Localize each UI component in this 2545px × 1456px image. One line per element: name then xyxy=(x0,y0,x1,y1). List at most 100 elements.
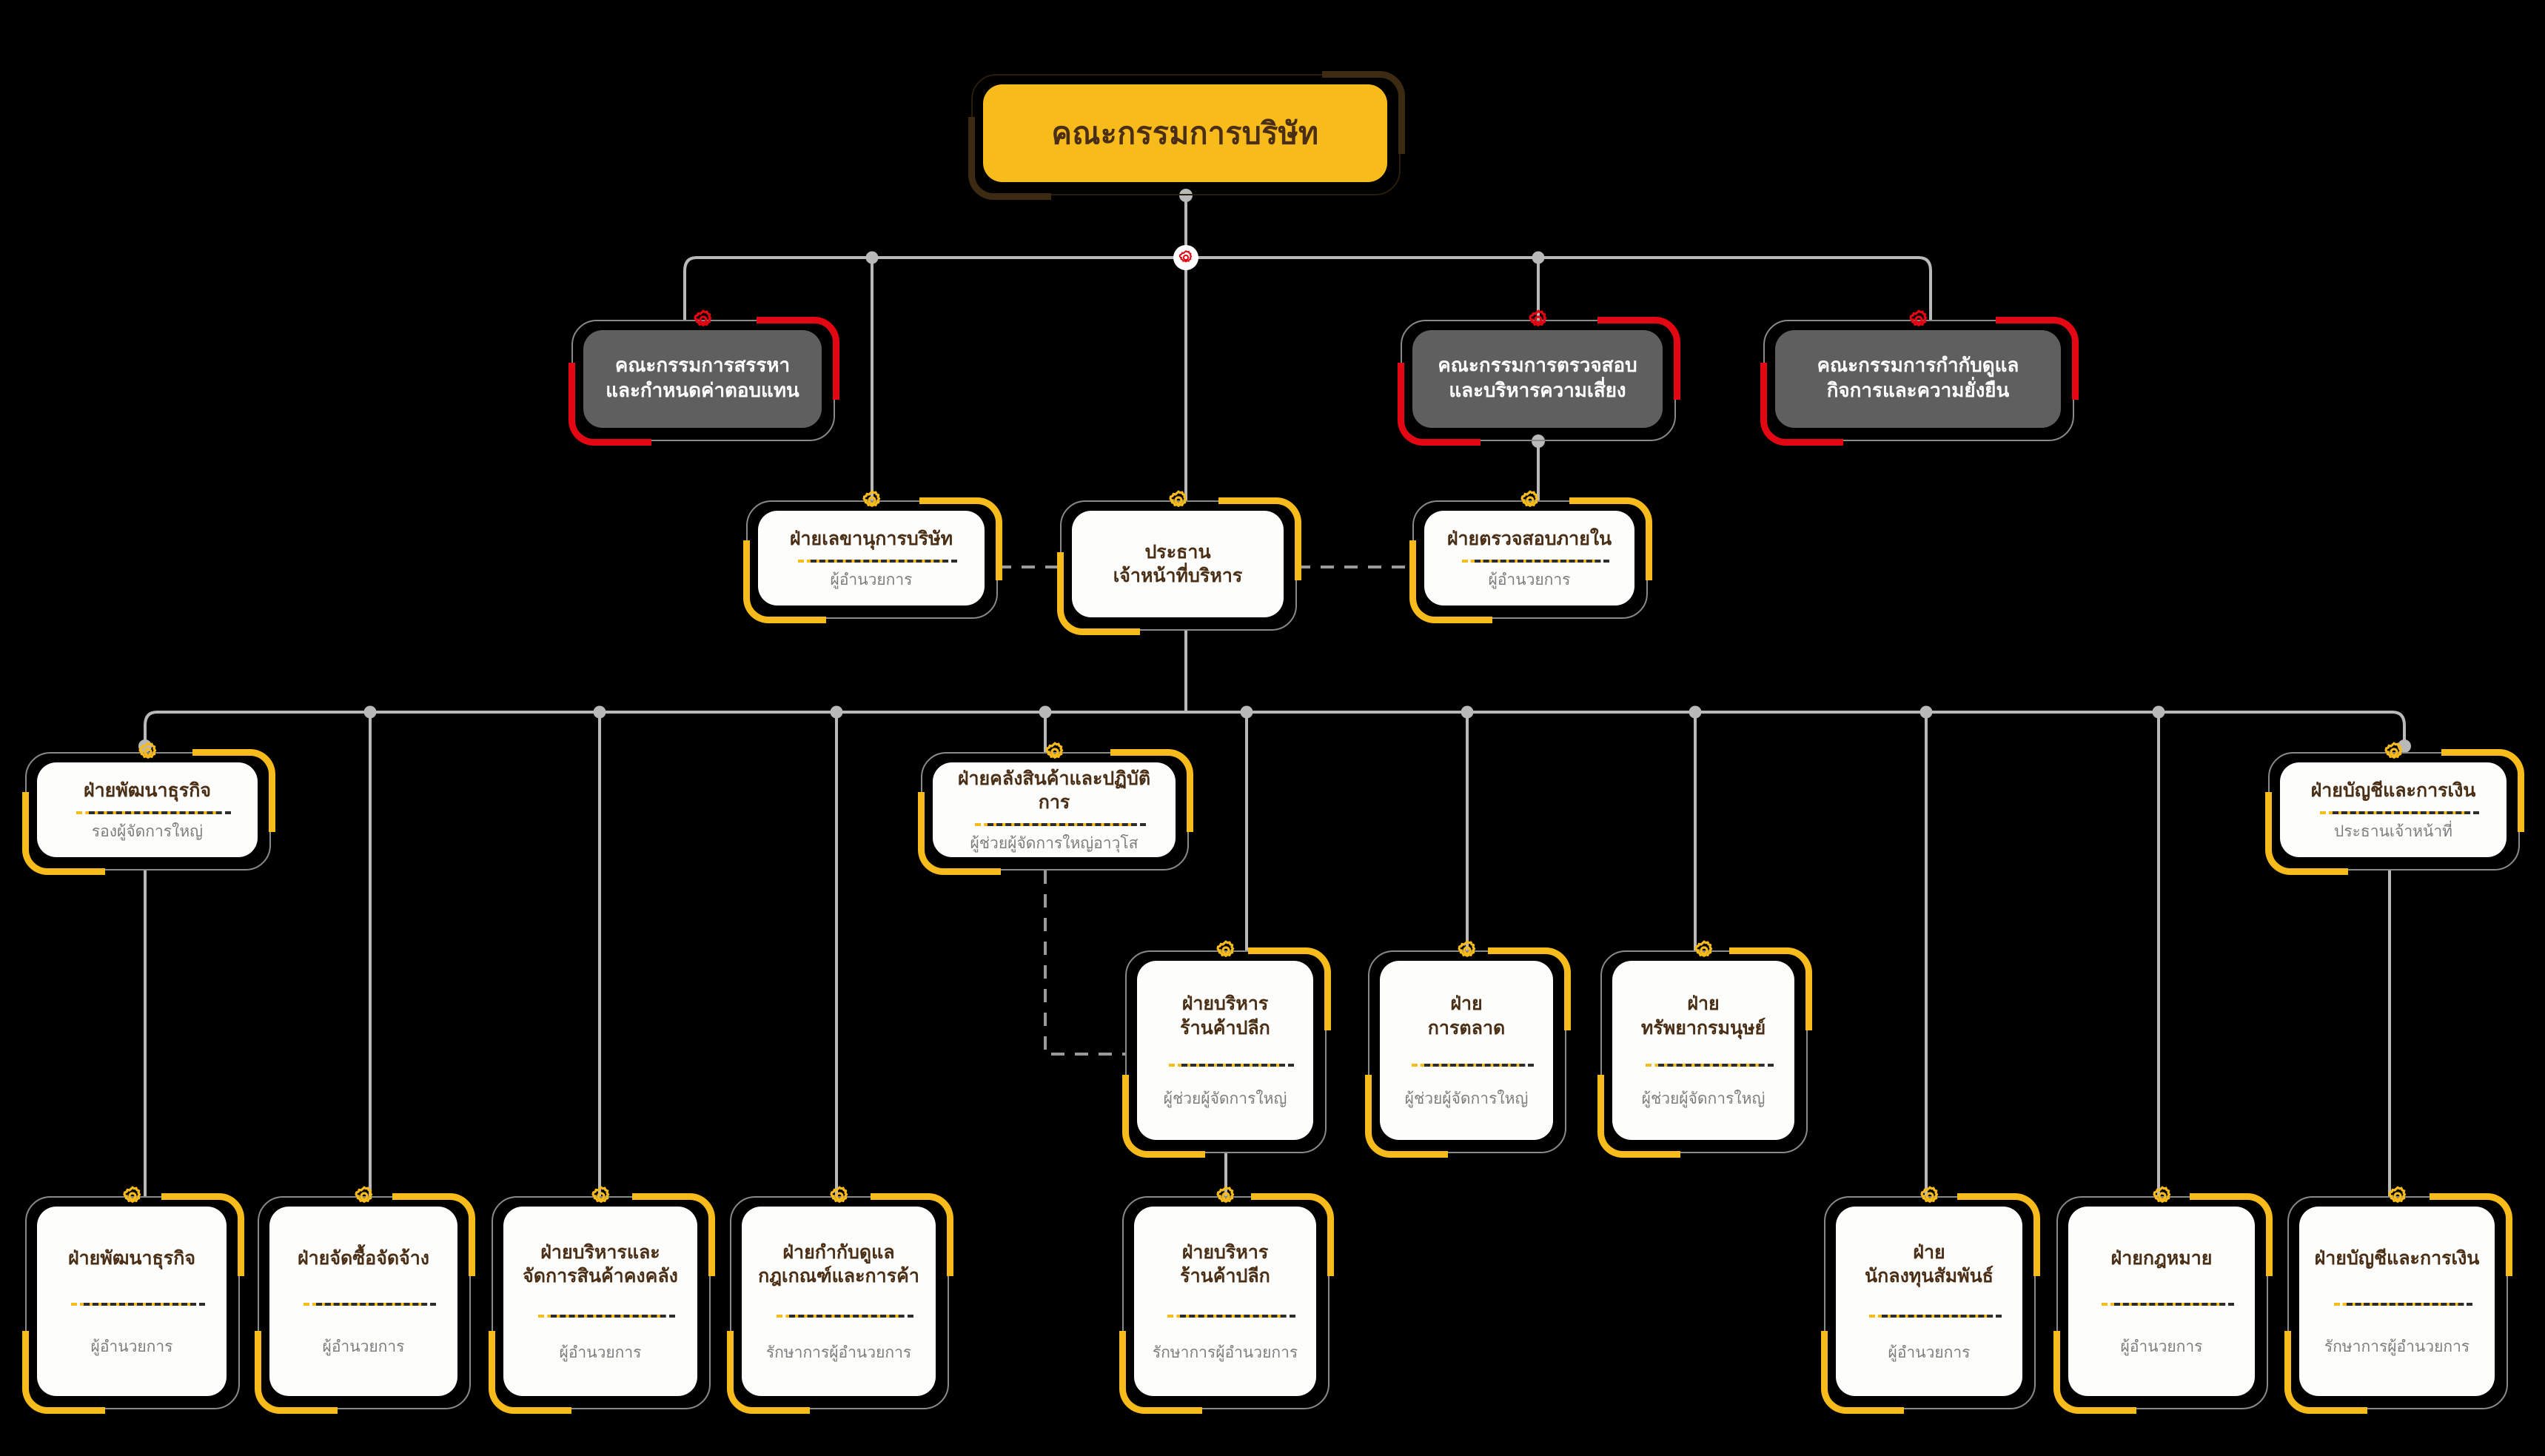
gear-icon-gold xyxy=(1518,489,1542,512)
node-divider xyxy=(2102,1302,2222,1306)
org-node-marketing[interactable]: ฝ่ายการตลาดผู้ช่วยผู้จัดการใหญ่ xyxy=(1365,940,1571,1158)
org-node-subtitle: รักษาการผู้อำนวยการ xyxy=(765,1343,912,1361)
org-node-retail-mgmt-head[interactable]: ฝ่ายบริหารร้านค้าปลีกผู้ช่วยผู้จัดการใหญ… xyxy=(1122,940,1331,1158)
org-node-title-line: ร้านค้าปลีก xyxy=(1180,1016,1270,1039)
org-node-title-line: คณะกรรมการกำกับดูแล xyxy=(1817,355,2019,378)
node-ring xyxy=(32,759,264,864)
node-body[interactable]: ฝ่ายบริหารร้านค้าปลีกผู้ช่วยผู้จัดการใหญ… xyxy=(1137,961,1313,1140)
node-divider xyxy=(537,1314,663,1318)
org-node-finance-head[interactable]: ฝ่ายบัญชีและการเงินประธานเจ้าหน้าที่ xyxy=(2265,742,2524,875)
gear-icon-gold xyxy=(352,1184,376,1208)
node-body[interactable]: ฝ่ายการตลาดผู้ช่วยผู้จัดการใหญ่ xyxy=(1380,961,1553,1140)
org-node-procurement[interactable]: ฝ่ายจัดซื้อจัดจ้างผู้อำนวยการ xyxy=(255,1186,475,1414)
node-ring xyxy=(1407,326,1669,435)
org-node-title-line: กฎเกณฑ์และการค้า xyxy=(758,1265,919,1287)
node-body[interactable]: ฝ่ายนักลงทุนสัมพันธ์ผู้อำนวยการ xyxy=(1836,1207,2022,1396)
node-body[interactable]: คณะกรรมการกำกับดูแลกิจการและความยั่งยืน xyxy=(1775,330,2061,428)
org-node-business-dev-head[interactable]: ฝ่ายพัฒนาธุรกิจรองผู้จัดการใหญ่ xyxy=(22,742,275,875)
node-divider xyxy=(2334,1302,2460,1306)
node-body[interactable]: ฝ่ายพัฒนาธุรกิจผู้อำนวยการ xyxy=(37,1207,227,1396)
org-node-warehouse-ops[interactable]: ฝ่ายคลังสินค้าและปฏิบัติการผู้ช่วยผู้จัด… xyxy=(918,742,1193,875)
org-node-title: คณะกรรมการตรวจสอบและบริหารความเสี่ยง xyxy=(1438,354,1637,404)
org-node-title-line: ฝ่ายกำกับดูแล xyxy=(782,1241,895,1263)
org-node-subtitle: ผู้อำนวยการ xyxy=(322,1337,405,1355)
hub-gear-icon xyxy=(1173,245,1198,270)
org-node-title: คณะกรรมการบริษัท xyxy=(1052,110,1319,158)
org-node-title: ฝ่ายทรัพยากรมนุษย์ xyxy=(1641,992,1766,1040)
node-divider xyxy=(975,822,1133,826)
node-outline xyxy=(1368,950,1566,1153)
node-body[interactable]: ฝ่ายพัฒนาธุรกิจรองผู้จัดการใหญ่ xyxy=(37,762,258,857)
node-ring xyxy=(1770,326,2068,435)
node-body[interactable]: ฝ่ายกฎหมายผู้อำนวยการ xyxy=(2068,1207,2255,1396)
node-body[interactable]: ฝ่ายเลขานุการบริษัทผู้อำนวยการ xyxy=(758,511,985,605)
org-node-board[interactable]: คณะกรรมการบริษัท xyxy=(968,71,1405,200)
node-ring xyxy=(2275,759,2513,864)
node-outline xyxy=(25,1196,240,1409)
gear-icon-gold xyxy=(589,1184,613,1208)
node-ring xyxy=(2063,1203,2261,1403)
gear-icon-red xyxy=(1526,308,1550,332)
node-outline xyxy=(730,1196,949,1409)
org-node-audit-risk[interactable]: คณะกรรมการตรวจสอบและบริหารความเสี่ยง xyxy=(1398,309,1680,446)
org-node-ceo[interactable]: ประธานเจ้าหน้าที่บริหาร xyxy=(1057,490,1301,635)
node-body[interactable]: ฝ่ายกำกับดูแลกฎเกณฑ์และการค้ารักษาการผู้… xyxy=(742,1207,936,1396)
node-body[interactable]: ฝ่ายตรวจสอบภายในผู้อำนวยการ xyxy=(1424,511,1634,605)
node-body[interactable]: ฝ่ายบริหารและจัดการสินค้าคงคลังผู้อำนวยก… xyxy=(503,1207,697,1396)
node-outline xyxy=(258,1196,471,1409)
node-body[interactable]: ฝ่ายคลังสินค้าและปฏิบัติการผู้ช่วยผู้จัด… xyxy=(933,762,1176,857)
org-node-title-line: ฝ่ายบัญชีและการเงิน xyxy=(2310,779,2476,802)
node-ring xyxy=(1831,1203,2029,1403)
org-node-finance-accounting[interactable]: ฝ่ายบัญชีและการเงินรักษาการผู้อำนวยการ xyxy=(2284,1186,2512,1414)
node-body[interactable]: คณะกรรมการตรวจสอบและบริหารความเสี่ยง xyxy=(1412,330,1663,428)
gear-icon-gold xyxy=(1214,1184,1238,1208)
node-ring xyxy=(1607,957,1801,1147)
node-outline xyxy=(1122,1196,1329,1409)
org-node-legal[interactable]: ฝ่ายกฎหมายผู้อำนวยการ xyxy=(2053,1186,2273,1414)
node-body[interactable]: ฝ่ายทรัพยากรมนุษย์ผู้ช่วยผู้จัดการใหญ่ xyxy=(1612,961,1794,1140)
node-body[interactable]: คณะกรรมการสรรหาและกำหนดค่าตอบแทน xyxy=(583,330,822,428)
org-node-human-resources[interactable]: ฝ่ายทรัพยากรมนุษย์ผู้ช่วยผู้จัดการใหญ่ xyxy=(1597,940,1812,1158)
gear-icon-gold xyxy=(1455,939,1479,962)
org-node-title: ฝ่ายบริหารร้านค้าปลีก xyxy=(1180,992,1270,1040)
org-node-company-secretary[interactable]: ฝ่ายเลขานุการบริษัทผู้อำนวยการ xyxy=(743,490,1002,623)
node-divider xyxy=(1645,1063,1762,1067)
org-node-title: ฝ่ายบริหารร้านค้าปลีก xyxy=(1180,1241,1270,1289)
org-node-business-dev[interactable]: ฝ่ายพัฒนาธุรกิจผู้อำนวยการ xyxy=(22,1186,244,1414)
node-body[interactable]: ประธานเจ้าหน้าที่บริหาร xyxy=(1072,511,1284,617)
org-node-title: ฝ่ายบัญชีและการเงิน xyxy=(2311,779,2476,803)
node-ring xyxy=(578,326,828,435)
node-divider xyxy=(1169,1063,1281,1067)
node-body[interactable]: ฝ่ายบัญชีและการเงินรักษาการผู้อำนวยการ xyxy=(2299,1207,2495,1396)
node-ring xyxy=(753,507,991,612)
org-node-investor-relations[interactable]: ฝ่ายนักลงทุนสัมพันธ์ผู้อำนวยการ xyxy=(1821,1186,2040,1414)
node-outline xyxy=(1600,950,1808,1153)
org-node-subtitle: ผู้ช่วยผู้จัดการใหญ่อาวุโส xyxy=(970,833,1139,852)
org-node-title-line: ประธาน xyxy=(1144,540,1211,563)
node-body[interactable]: คณะกรรมการบริษัท xyxy=(983,84,1387,182)
org-node-inventory-mgmt[interactable]: ฝ่ายบริหารและจัดการสินค้าคงคลังผู้อำนวยก… xyxy=(489,1186,715,1414)
org-node-title: ฝ่ายบริหารและจัดการสินค้าคงคลัง xyxy=(523,1241,678,1289)
org-node-title-line: ฝ่ายบริหาร xyxy=(1181,1241,1269,1263)
gear-icon-red xyxy=(691,308,715,332)
org-node-compliance-trade[interactable]: ฝ่ายกำกับดูแลกฎเกณฑ์และการค้ารักษาการผู้… xyxy=(727,1186,953,1414)
org-node-internal-audit[interactable]: ฝ่ายตรวจสอบภายในผู้อำนวยการ xyxy=(1409,490,1652,623)
org-node-title: ฝ่ายกฎหมาย xyxy=(2111,1247,2213,1271)
org-node-governance[interactable]: คณะกรรมการกำกับดูแลกิจการและความยั่งยืน xyxy=(1760,309,2079,446)
node-body[interactable]: ฝ่ายบัญชีและการเงินประธานเจ้าหน้าที่ xyxy=(2280,762,2507,857)
node-ring xyxy=(1067,507,1290,624)
org-node-title-line: ฝ่ายพัฒนาธุรกิจ xyxy=(84,779,211,802)
node-body[interactable]: ฝ่ายบริหารร้านค้าปลีกรักษาการผู้อำนวยการ xyxy=(1134,1207,1316,1396)
org-node-subtitle: ผู้ช่วยผู้จัดการใหญ่ xyxy=(1404,1090,1529,1108)
gear-icon-gold xyxy=(1043,740,1067,764)
node-ring xyxy=(737,1203,942,1403)
node-outline xyxy=(1824,1196,2036,1409)
node-ring xyxy=(1132,957,1320,1147)
org-node-retail-mgmt[interactable]: ฝ่ายบริหารร้านค้าปลีกรักษาการผู้อำนวยการ xyxy=(1119,1186,1334,1414)
org-node-nomination[interactable]: คณะกรรมการสรรหาและกำหนดค่าตอบแทน xyxy=(569,309,839,446)
org-node-title: ฝ่ายจัดซื้อจัดจ้าง xyxy=(298,1247,429,1271)
org-node-title-line: ฝ่ายบัญชีและการเงิน xyxy=(2314,1247,2480,1269)
node-body[interactable]: ฝ่ายจัดซื้อจัดจ้างผู้อำนวยการ xyxy=(269,1207,457,1396)
node-divider xyxy=(1167,1314,1284,1318)
